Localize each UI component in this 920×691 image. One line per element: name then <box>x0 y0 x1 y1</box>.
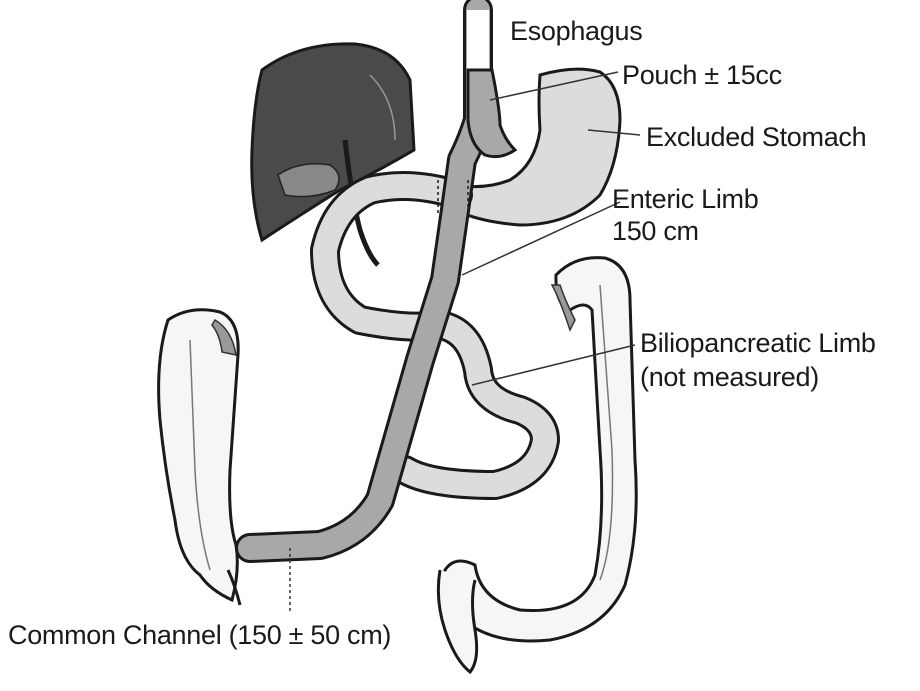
label-enteric-limb: Enteric Limb <box>612 182 758 216</box>
label-enteric-length: 150 cm <box>612 214 699 248</box>
label-esophagus: Esophagus <box>510 14 642 48</box>
label-common-channel: Common Channel (150 ± 50 cm) <box>8 618 391 652</box>
gastric-pouch <box>468 70 515 157</box>
label-biliopancreatic-limb: Biliopancreatic Limb <box>640 326 876 360</box>
label-pouch: Pouch ± 15cc <box>622 58 782 92</box>
label-excluded-stomach: Excluded Stomach <box>646 120 866 154</box>
rectum <box>438 570 476 672</box>
colon-left <box>159 310 240 605</box>
label-biliopancreatic-note: (not measured) <box>640 360 819 394</box>
